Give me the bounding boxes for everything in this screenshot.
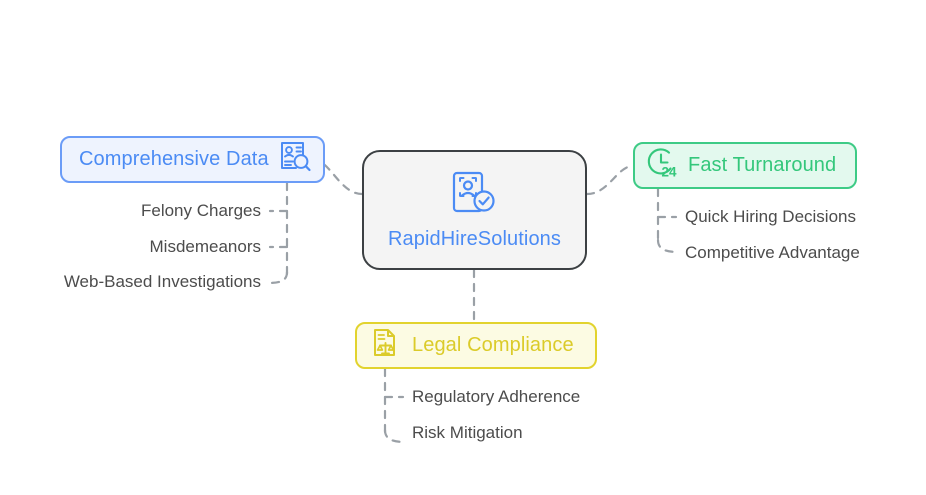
leaf-competitive-advantage: Competitive Advantage: [685, 243, 860, 262]
branch-node-fast-turnaround[interactable]: 24 Fast Turnaround: [633, 142, 858, 189]
branch-label-comprehensive-data: Comprehensive Data: [79, 148, 269, 170]
center-node[interactable]: RapidHireSolutions: [362, 150, 587, 270]
branch-label-fast-turnaround: Fast Turnaround: [688, 154, 837, 176]
center-node-title: RapidHireSolutions: [387, 227, 561, 250]
leaf-misdemeanors: Misdemeanors: [149, 237, 262, 256]
leaf-risk-mitigation: Risk Mitigation: [412, 423, 523, 442]
leaf-regulatory-adherence: Regulatory Adherence: [412, 387, 581, 406]
branch-node-legal-compliance[interactable]: Legal Compliance: [355, 322, 597, 369]
wire-comprehensive-stub-3: [266, 270, 289, 285]
branch-node-comprehensive-data[interactable]: Comprehensive Data: [60, 136, 325, 183]
wire-legal-stub-2: [383, 428, 407, 444]
leaf-web-based-investigations: Web-Based Investigations: [63, 272, 261, 291]
id-card-magnifier-icon: [278, 140, 312, 179]
wire-fast-stub-2: [656, 238, 680, 254]
id-document-person-check-icon: [449, 170, 501, 221]
clock-24-icon: 24: [645, 146, 679, 185]
wire-center-to-fast: [585, 164, 635, 196]
svg-text:24: 24: [662, 165, 678, 180]
document-scales-icon: [369, 326, 403, 365]
leaf-quick-hiring-decisions: Quick Hiring Decisions: [685, 207, 856, 226]
leaf-felony-charges: Felony Charges: [140, 201, 261, 220]
branch-label-legal-compliance: Legal Compliance: [412, 334, 574, 356]
